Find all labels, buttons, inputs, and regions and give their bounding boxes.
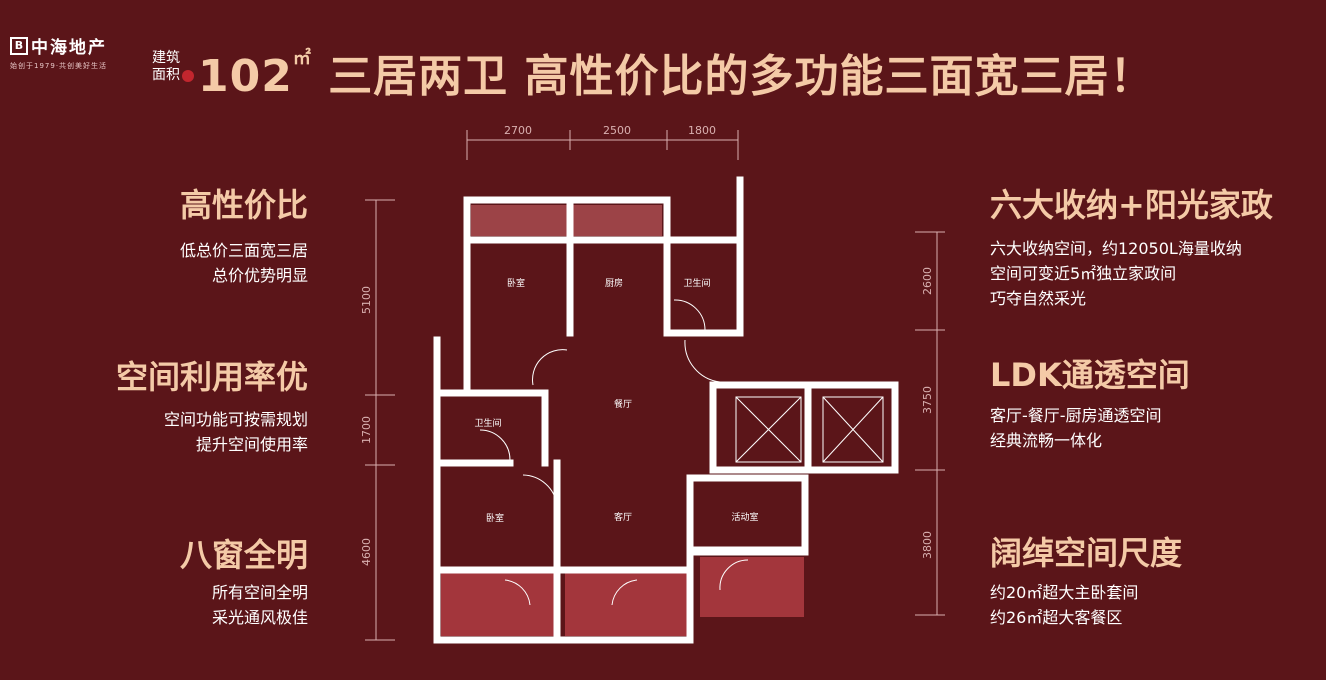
feature-text: 约20㎡超大主卧套间约26㎡超大客餐区 (990, 580, 1138, 630)
dim-right: 2600 (921, 267, 934, 295)
feature-title: LDK通透空间 (990, 356, 1190, 394)
dim-right: 3800 (921, 531, 934, 559)
room-label-bathroom: 卫生间 (474, 417, 501, 429)
dim-right: 3750 (921, 386, 934, 414)
walls (433, 176, 899, 644)
feature-title: 六大收纳+阳光家政 (990, 186, 1273, 224)
feature-text: 低总价三面宽三居总价优势明显 (180, 238, 308, 288)
room-label-bathroom: 卫生间 (683, 277, 710, 289)
feature-line: 空间功能可按需规划 (163, 410, 308, 429)
page-title: 102㎡ 三居两卫 高性价比的多功能三面宽三居！ (198, 40, 1155, 104)
fixtures (479, 299, 884, 606)
dimension-lines (365, 130, 945, 641)
feature-title: 高性价比 (179, 186, 308, 224)
feature-title: 阔绰空间尺度 (990, 534, 1183, 572)
dim-top: 2700 (504, 124, 532, 137)
feature-title: 空间利用率优 (115, 358, 308, 396)
area-value: 102 (198, 51, 293, 102)
feature-line: 采光通风极佳 (211, 608, 308, 627)
feature-text: 六大收纳空间，约12050L海量收纳空间可变近5㎡独立家政间巧夺自然采光 (990, 236, 1242, 311)
room-label-bedroom: 卧室 (507, 277, 525, 289)
area-unit: ㎡ (292, 48, 312, 69)
feature-line: 约20㎡超大主卧套间 (990, 583, 1139, 602)
dim-left: 1700 (360, 416, 373, 444)
feature-line: 低总价三面宽三居 (179, 241, 308, 260)
feature-text: 所有空间全明采光通风极佳 (212, 580, 308, 630)
feature-line: 总价优势明显 (211, 266, 308, 285)
feature-line: 巧夺自然采光 (990, 289, 1087, 308)
seal-icon (182, 70, 194, 82)
feature-line: 经典流畅一体化 (990, 431, 1103, 450)
logo-mark-icon: B (10, 36, 28, 55)
balconies (441, 205, 804, 636)
feature-line: 空间可变近5㎡独立家政间 (990, 264, 1177, 283)
dim-left: 4600 (360, 538, 373, 566)
feature-line: 约26㎡超大客餐区 (990, 608, 1123, 627)
area-label: 建筑面积 (152, 50, 180, 83)
feature-title: 八窗全明 (179, 536, 308, 574)
dim-top: 1800 (688, 124, 716, 137)
room-label-kitchen: 厨房 (605, 277, 623, 289)
feature-line: 六大收纳空间，约12050L海量收纳 (990, 239, 1242, 258)
title-text: 三居两卫 高性价比的多功能三面宽三居！ (328, 51, 1155, 102)
feature-line: 所有空间全明 (211, 583, 308, 602)
feature-text: 客厅-餐厅-厨房通透空间经典流畅一体化 (990, 403, 1162, 453)
room-label-living: 客厅 (614, 511, 632, 523)
dim-top: 2500 (603, 124, 631, 137)
feature-line: 客厅-餐厅-厨房通透空间 (990, 406, 1162, 425)
dim-left: 5100 (360, 286, 373, 314)
room-label-activity: 活动室 (731, 511, 758, 523)
room-label-dining: 餐厅 (614, 398, 632, 410)
feature-text: 空间功能可按需规划提升空间使用率 (164, 407, 308, 457)
brand-tagline: 始创于1979·共创美好生活 (10, 62, 108, 70)
room-label-bedroom: 卧室 (486, 512, 504, 524)
brand-name: 中海地产 (31, 38, 107, 58)
feature-line: 提升空间使用率 (195, 435, 308, 454)
